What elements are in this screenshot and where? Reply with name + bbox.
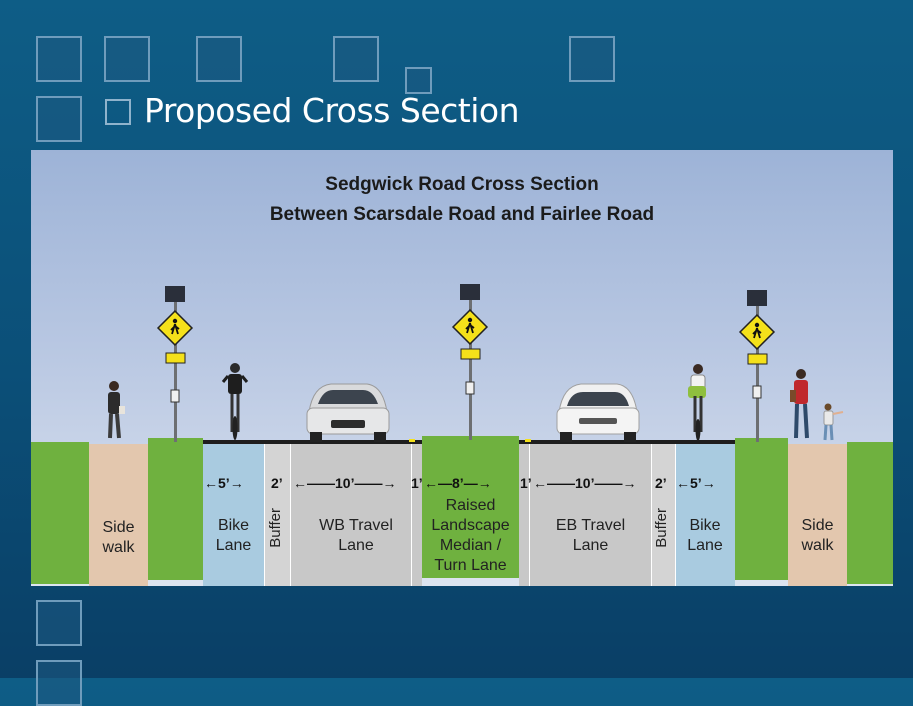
bike-lane-east bbox=[675, 444, 735, 586]
diagram-title-line1: Sedgwick Road Cross Section bbox=[325, 174, 599, 195]
zone-label-buffer-west: Buffer bbox=[267, 508, 284, 548]
decor-square bbox=[196, 36, 242, 82]
dim-text: 10’ bbox=[575, 475, 595, 491]
street-scene bbox=[108, 284, 844, 442]
cyclist-icon bbox=[221, 363, 249, 440]
sidewalk-east bbox=[788, 444, 847, 586]
grass-strip bbox=[847, 442, 893, 584]
grass-strip bbox=[735, 438, 788, 580]
zone-label-line: Turn Lane bbox=[434, 557, 507, 574]
crossing-sign-median bbox=[451, 284, 489, 440]
dim-wb-travel: ←——10’——→ bbox=[293, 475, 397, 491]
zone-label-line: Raised bbox=[445, 497, 496, 514]
lane-line bbox=[290, 444, 291, 586]
decor-square bbox=[569, 36, 615, 82]
decor-square bbox=[36, 96, 82, 142]
zone-label-median: Raised Landscape Median / Turn Lane bbox=[422, 496, 519, 576]
zone-label-line: Lane bbox=[215, 537, 252, 554]
dim-eb-travel: ←——10’——→ bbox=[533, 475, 637, 491]
crossing-sign-west bbox=[156, 286, 194, 442]
zone-label-line: Bike bbox=[689, 517, 721, 534]
dim-wb-buffer: 2’ bbox=[271, 475, 283, 491]
zone-label-sidewalk-west: Side walk bbox=[89, 518, 148, 558]
zone-label-line: Lane bbox=[572, 537, 609, 554]
decor-square bbox=[36, 600, 82, 646]
buffer-west bbox=[264, 444, 290, 586]
zone-label-line: WB Travel bbox=[319, 517, 393, 534]
gutter-eb bbox=[519, 444, 530, 586]
zone-label-line: Lane bbox=[338, 537, 374, 554]
travel-lane-eb bbox=[530, 444, 651, 586]
pedestrian-icon bbox=[790, 369, 809, 439]
bike-lane-west bbox=[203, 444, 264, 586]
car-icon bbox=[306, 383, 390, 442]
dim-text: 5’ bbox=[218, 475, 230, 491]
decor-square bbox=[333, 36, 379, 82]
zone-label-line: Median / bbox=[439, 537, 502, 554]
median bbox=[422, 436, 519, 578]
gutter-wb bbox=[411, 444, 422, 586]
dim-text: 5’ bbox=[690, 475, 702, 491]
zone-label-eb-travel: EB Travel Lane bbox=[530, 516, 651, 556]
diagram-title-line2: Between Scarsdale Road and Fairlee Road bbox=[269, 204, 655, 225]
zone-label-line: walk bbox=[801, 537, 834, 554]
pedestrian-child-icon bbox=[823, 403, 844, 441]
buffer-east bbox=[651, 444, 675, 586]
travel-lane-wb bbox=[290, 444, 411, 586]
cross-section-diagram: Sedgwick Road Cross Section Between Scar… bbox=[31, 150, 893, 586]
zone-label-line: walk bbox=[102, 539, 135, 556]
zone-label-line: Side bbox=[801, 517, 834, 534]
slide-title: Proposed Cross Section bbox=[144, 91, 519, 130]
zone-label-line: Side bbox=[102, 519, 135, 536]
dim-wb-bike: ←5’→ bbox=[204, 475, 244, 491]
dim-eb-buffer: 2’ bbox=[655, 475, 667, 491]
pedestrian-crossing-sign-icon bbox=[451, 308, 489, 346]
zone-label-wb-travel: WB Travel Lane bbox=[290, 516, 422, 556]
pedestrian-crossing-sign-icon bbox=[738, 313, 776, 351]
dim-text: 10’ bbox=[335, 475, 355, 491]
decor-square bbox=[36, 36, 82, 82]
zone-label-line: Landscape bbox=[431, 517, 510, 534]
decor-square bbox=[36, 660, 82, 706]
sidewalk-west bbox=[89, 444, 148, 586]
zone-label-line: Lane bbox=[687, 537, 723, 554]
car-icon bbox=[556, 383, 640, 442]
lane-line bbox=[651, 444, 652, 586]
grass-strip bbox=[148, 438, 203, 580]
grass-strip bbox=[31, 442, 89, 584]
zone-label-buffer-east: Buffer bbox=[653, 508, 670, 548]
zone-label-bike-east: Bike Lane bbox=[675, 516, 735, 556]
dim-wb-gap: 1’ bbox=[411, 475, 423, 491]
dim-eb-bike: ←5’→ bbox=[676, 475, 716, 491]
zone-label-sidewalk-east: Side walk bbox=[788, 516, 847, 556]
decor-square bbox=[104, 36, 150, 82]
pedestrian-icon bbox=[108, 381, 125, 439]
dim-median: ←—8’—→ bbox=[424, 475, 492, 491]
lane-line bbox=[264, 444, 265, 586]
zone-label-line: Bike bbox=[217, 517, 250, 534]
decor-square bbox=[405, 67, 432, 94]
pedestrian-crossing-sign-icon bbox=[156, 309, 194, 347]
zone-label-line: EB Travel bbox=[555, 517, 626, 534]
cyclist-icon bbox=[688, 364, 706, 441]
zone-label-bike-west: Bike Lane bbox=[203, 516, 264, 556]
title-bullet-box bbox=[105, 99, 131, 125]
dim-eb-gap: 1’ bbox=[520, 475, 532, 491]
crossing-sign-east bbox=[738, 290, 776, 442]
lane-line bbox=[675, 444, 676, 586]
dim-text: 8’ bbox=[452, 475, 464, 491]
